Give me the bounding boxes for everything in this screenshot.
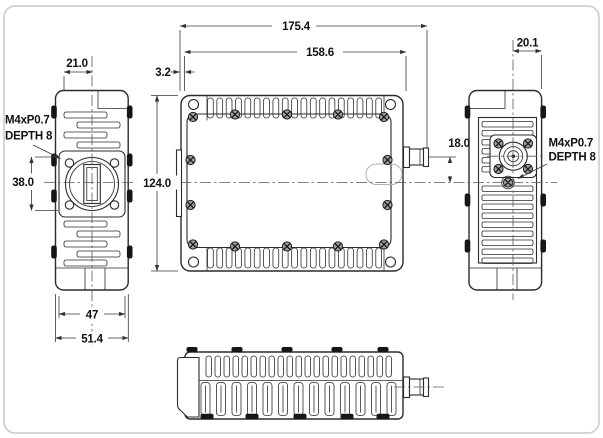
centerlines <box>44 40 557 388</box>
dim-side-width: 51.4 <box>55 294 129 346</box>
dim-text: 3.2 <box>155 67 170 79</box>
drawing-frame <box>3 5 600 434</box>
leader-line <box>517 163 548 179</box>
fin-panel <box>477 116 538 264</box>
dimensions: 175.4 158.6 3.2 21.0 20.1 <box>6 21 542 346</box>
dim-body-height: 124.0 <box>133 95 181 272</box>
dim-flange-bolt-span: 38.0 <box>6 156 58 211</box>
right-depth-label: DEPTH 8 <box>549 152 597 164</box>
rf-connector <box>402 146 430 169</box>
waveguide-flange-edge <box>176 356 200 418</box>
leader-line <box>32 144 61 159</box>
bottom-view <box>176 347 430 420</box>
left-depth-label: DEPTH 8 <box>5 131 53 143</box>
dim-flange-width: 47 <box>58 296 126 322</box>
dim-left-top-offset: 21.0 <box>63 58 93 90</box>
dim-body-width: 158.6 <box>184 47 407 91</box>
dim-text: 18.0 <box>448 138 470 150</box>
right-thread-label: M4xP0.7 <box>549 138 594 150</box>
label-recess <box>365 163 403 185</box>
right-view-body <box>468 89 543 291</box>
dim-connector-offset: 18.0 <box>429 138 470 183</box>
dim-edge-offset: 3.2 <box>155 67 195 79</box>
left-thread-label: M4xP0.7 <box>5 115 50 127</box>
thread-callouts: M4xP0.7 DEPTH 8 M4xP0.7 DEPTH 8 <box>5 115 597 179</box>
dim-text: 21.0 <box>66 58 88 70</box>
dim-text: 158.6 <box>306 47 334 59</box>
dim-overall-width: 175.4 <box>179 21 428 148</box>
bottom-step <box>469 267 542 290</box>
top-step <box>469 91 506 109</box>
bottom-step <box>56 267 128 290</box>
dim-text: 175.4 <box>282 21 311 33</box>
dim-text: 38.0 <box>12 177 34 189</box>
top-step <box>97 91 128 109</box>
dim-text: 20.1 <box>517 38 539 50</box>
dim-text: 51.4 <box>81 334 103 346</box>
dim-text: 124.0 <box>143 178 171 190</box>
dim-text: 47 <box>86 310 98 322</box>
dim-right-top-offset: 20.1 <box>512 38 542 89</box>
